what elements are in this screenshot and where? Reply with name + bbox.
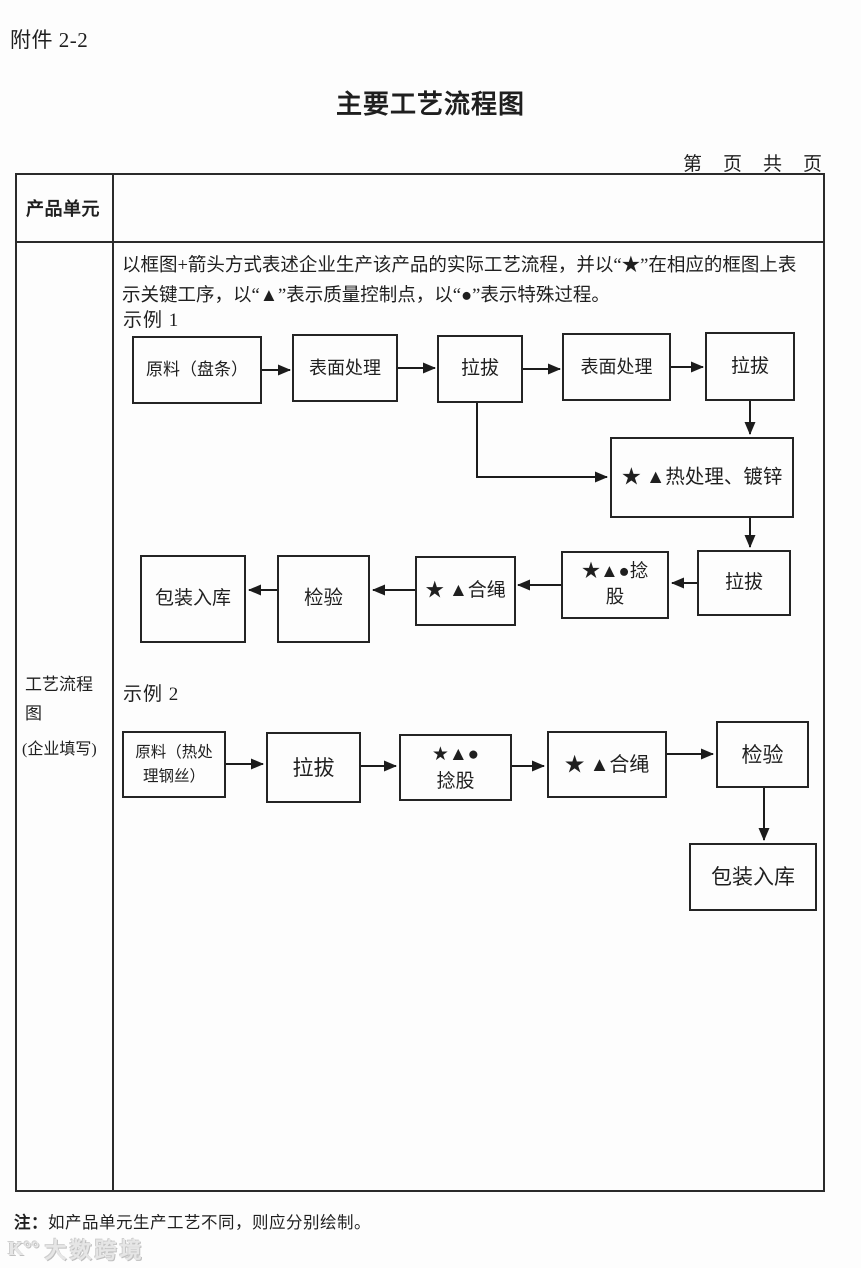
flow-chart-header-cell: 工艺流程 图 (企业填写) (17, 243, 114, 1192)
flow-chart-header: 工艺流程 图 (25, 675, 93, 723)
form-table: 产品单元 工艺流程 图 (企业填写) 以框图+箭头方式表述企业生产该产品的实际工… (15, 173, 825, 1192)
flow1-box-drawing-3: 拉拔 (697, 550, 791, 616)
flow1-box-rope-closing: ★ ▲合绳 (415, 556, 516, 626)
instructions-text: 以框图+箭头方式表述企业生产该产品的实际工艺流程，并以“★”在相应的框图上表 示… (122, 256, 797, 306)
watermark-text: 大数跨境 (44, 1238, 145, 1263)
flow1-box-heat-treatment-galvanizing: ★ ▲热处理、镀锌 (610, 437, 794, 518)
flow2-box-raw-material: 原料（热处 理钢丝） (122, 731, 226, 798)
watermark-logo-icon: K°° (8, 1237, 40, 1260)
note-label: 注： (14, 1213, 48, 1232)
flow1-box-surface-treatment-2: 表面处理 (562, 333, 671, 401)
flow1-box-raw-material: 原料（盘条） (132, 336, 262, 404)
flow-chart-row: 工艺流程 图 (企业填写) 以框图+箭头方式表述企业生产该产品的实际工艺流程，并… (17, 243, 823, 1192)
page-indicator: 第 页 共 页 (682, 154, 823, 175)
product-unit-header-cell: 产品单元 (17, 175, 114, 241)
example2-label: 示例 2 (123, 684, 180, 705)
flow2-box-stranding: ★▲● 捻股 (399, 734, 512, 801)
note: 注：如产品单元生产工艺不同，则应分别绘制。 (14, 1209, 371, 1233)
product-unit-row: 产品单元 (17, 175, 823, 243)
example1-label: 示例 1 (123, 310, 180, 331)
watermark: K°° 大数跨境 (8, 1233, 145, 1265)
flow1-box-drawing-2: 拉拔 (705, 332, 795, 401)
flow-chart-cell[interactable]: 以框图+箭头方式表述企业生产该产品的实际工艺流程，并以“★”在相应的框图上表 示… (114, 243, 823, 1192)
flow2-box-drawing: 拉拔 (266, 732, 361, 803)
note-text: 如产品单元生产工艺不同，则应分别绘制。 (48, 1213, 371, 1232)
page-title: 主要工艺流程图 (335, 90, 525, 119)
flow1-box-surface-treatment-1: 表面处理 (292, 334, 398, 402)
flow2-box-inspection: 检验 (716, 721, 809, 788)
flow2-box-rope-closing: ★ ▲合绳 (547, 731, 667, 798)
flow1-box-drawing-1: 拉拔 (437, 335, 523, 403)
product-unit-label: 产品单元 (26, 199, 100, 219)
flow1-box-stranding: ★▲●捻 股 (561, 551, 669, 619)
flow2-box-packing-storage: 包装入库 (689, 843, 817, 911)
flow1-box-inspection: 检验 (277, 555, 370, 643)
product-unit-value-cell[interactable] (114, 175, 823, 241)
attachment-label: 附件 2-2 (10, 28, 89, 52)
flow-chart-header-sub: (企业填写) (22, 741, 97, 758)
flow1-box-packing-storage: 包装入库 (140, 555, 246, 643)
